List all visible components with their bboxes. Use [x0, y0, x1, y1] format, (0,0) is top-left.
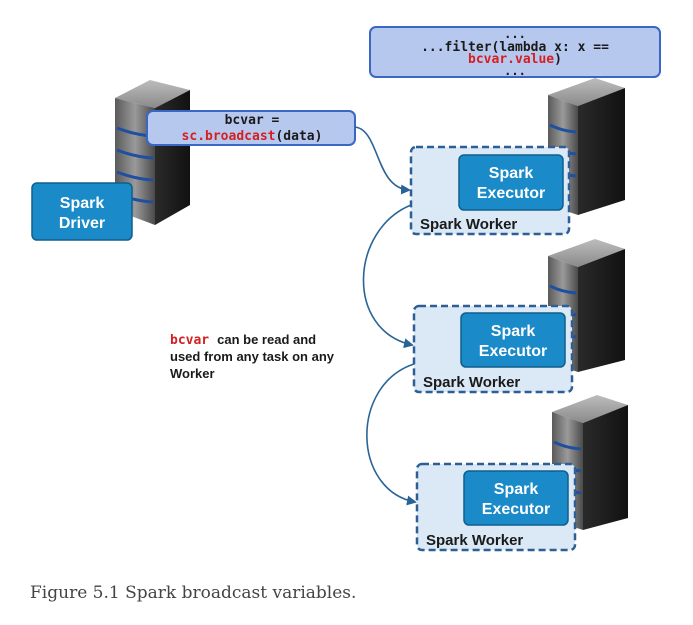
code-line: ...: [504, 27, 526, 41]
code-line: ...filter(lambda x: x ==: [421, 40, 609, 55]
driver-label: Spark: [60, 195, 105, 212]
note-text: can be read and: [217, 332, 316, 347]
driver-label: Driver: [59, 215, 105, 232]
code-line: bcvar.value): [468, 52, 562, 67]
broadcast-note: bcvar can be read and used from any task …: [170, 332, 335, 381]
worker-label: Spark Worker: [423, 374, 520, 391]
executor-label: Executor: [477, 185, 545, 202]
worker-propagation-arrow: [366, 363, 417, 506]
broadcast-code-box: bcvar = sc.broadcast(data): [146, 110, 356, 146]
spark-worker-box: Spark Executor Spark Worker: [409, 145, 571, 236]
code-line: bcvar =: [225, 113, 280, 128]
spark-driver-box: Spark Driver: [31, 182, 133, 241]
broadcast-value-ref: bcvar.value: [468, 52, 554, 67]
code-line: sc.broadcast(data): [182, 129, 323, 144]
worker-propagation-arrow: [362, 204, 414, 349]
broadcast-arrow: [354, 126, 411, 195]
executor-label: Executor: [482, 501, 550, 518]
spark-executor-box: [458, 154, 564, 211]
spark-broadcast-diagram: ... ...filter(lambda x: x == bcvar.value…: [31, 26, 661, 552]
spark-executor-box: [460, 312, 566, 368]
spark-worker-box: Spark Executor Spark Worker: [412, 304, 574, 394]
note-line: bcvar can be read and: [170, 332, 316, 348]
code-text: (data): [275, 129, 322, 144]
executor-label: Spark: [489, 165, 534, 182]
filter-code-box: ... ...filter(lambda x: x == bcvar.value…: [369, 26, 661, 78]
spark-worker-box: Spark Executor Spark Worker: [415, 462, 577, 552]
executor-label: Executor: [479, 343, 547, 360]
code-line: ...: [504, 64, 526, 78]
executor-label: Spark: [494, 481, 539, 498]
note-line: used from any task on any: [170, 349, 335, 364]
broadcast-call: sc.broadcast: [182, 129, 276, 144]
executor-label: Spark: [491, 323, 536, 340]
code-text: ): [554, 52, 562, 67]
figure-caption: Figure 5.1 Spark broadcast variables.: [30, 583, 357, 603]
worker-label: Spark Worker: [426, 532, 523, 549]
note-line: Worker: [170, 366, 215, 381]
spark-executor-box: [463, 470, 569, 526]
bcvar-ref: bcvar: [170, 333, 209, 348]
worker-label: Spark Worker: [420, 216, 517, 233]
